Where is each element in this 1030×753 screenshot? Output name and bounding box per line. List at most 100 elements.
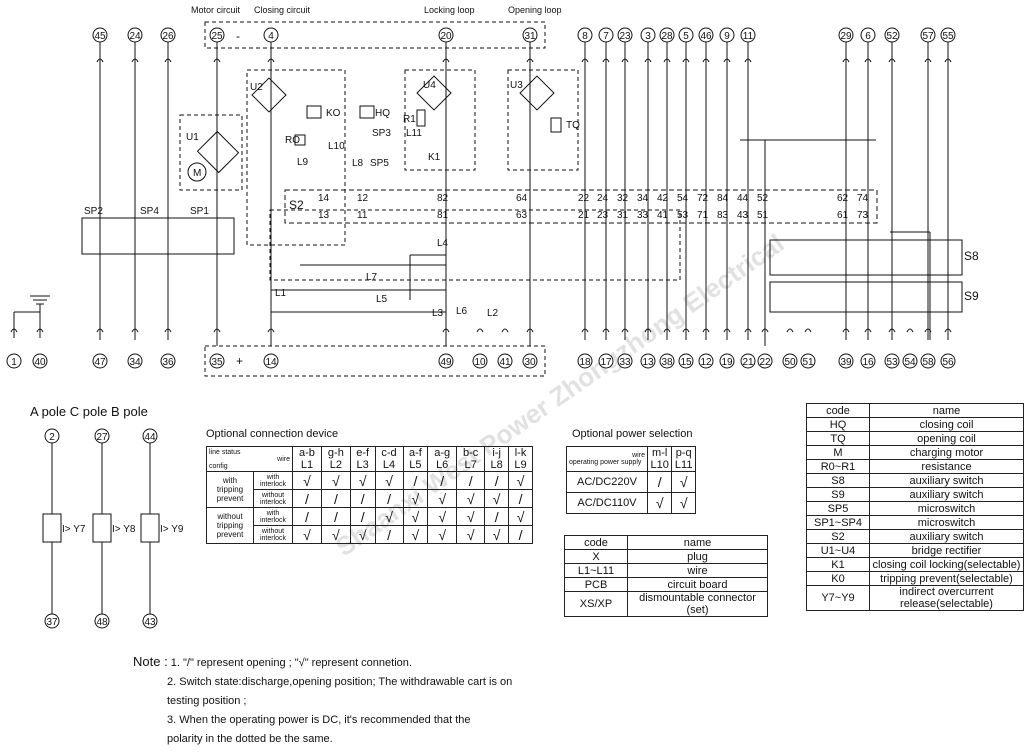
opt-mark: / xyxy=(292,507,322,526)
terminal-bottom: 1 xyxy=(11,357,17,368)
component-sp4: SP4 xyxy=(140,206,159,217)
code-cell: SP1~SP4 xyxy=(806,515,870,530)
code-header: code xyxy=(806,403,870,418)
terminal-bottom-circle xyxy=(617,353,633,369)
plug-symbol xyxy=(602,328,610,333)
note-2: 2. Switch state:discharge,opening positi… xyxy=(167,676,513,707)
s2-contact-top: 14 xyxy=(318,193,330,204)
s2-contact-top: 32 xyxy=(617,193,629,204)
component-u2: U2 xyxy=(250,82,263,93)
terminal-bottom: 36 xyxy=(162,357,174,368)
s2-contact-bottom: 13 xyxy=(318,210,330,221)
s2-contact-top: 22 xyxy=(578,193,590,204)
relay-box xyxy=(92,513,112,543)
plug-symbol xyxy=(663,58,671,63)
code-cell: M xyxy=(806,445,870,460)
plug-symbol xyxy=(804,328,812,333)
opt-mark: √ xyxy=(456,489,486,508)
terminal-bottom: 10 xyxy=(474,357,486,368)
plug-symbol xyxy=(944,58,952,63)
plug-symbol xyxy=(10,328,18,333)
component-sp3: SP3 xyxy=(372,128,391,139)
terminal-bottom-circle xyxy=(940,353,956,369)
s2-contact-bottom: 81 xyxy=(437,210,449,221)
plug-symbol xyxy=(213,328,221,333)
terminal-top: 31 xyxy=(524,31,536,42)
plug-symbol xyxy=(164,58,172,63)
opt-mark: √ xyxy=(427,489,458,508)
name-cell: circuit board xyxy=(627,577,768,592)
name-cell: indirect overcurrent release(selectable) xyxy=(869,585,1024,611)
opt-header-top: line status xyxy=(209,448,241,456)
power-row-label: AC/DC220V xyxy=(566,471,648,493)
terminal-bottom: 58 xyxy=(922,357,934,368)
terminal-bottom-circle xyxy=(782,353,798,369)
terminal-bottom-circle xyxy=(438,353,454,369)
terminal-top: 3 xyxy=(645,31,651,42)
terminal-top: 52 xyxy=(886,31,898,42)
terminal-bottom-circle xyxy=(598,353,614,369)
opt-mark: √ xyxy=(456,507,486,526)
name-cell: resistance xyxy=(869,459,1024,474)
terminal-bottom-circle xyxy=(884,353,900,369)
terminal-bottom-circle xyxy=(472,353,488,369)
code-cell: S8 xyxy=(806,473,870,488)
component-s8: S8 xyxy=(964,249,979,263)
s2-contact-top: 82 xyxy=(437,193,449,204)
plug-symbol xyxy=(744,58,752,63)
plug-symbol xyxy=(906,328,914,333)
plug-symbol xyxy=(131,58,139,63)
relay-label: I> Y7 xyxy=(62,524,86,535)
terminal-top: 24 xyxy=(129,31,141,42)
terminal-bottom-circle xyxy=(920,353,936,369)
terminal-bottom-circle xyxy=(757,353,773,369)
terminal-top: 46 xyxy=(700,31,712,42)
terminal-bottom-circle xyxy=(800,353,816,369)
component-sp2: SP2 xyxy=(84,206,103,217)
code-cell: L1~L11 xyxy=(564,563,628,578)
terminal-top: 6 xyxy=(865,31,871,42)
s2-contact-bottom: 31 xyxy=(617,210,629,221)
power-row-label: AC/DC110V xyxy=(566,492,648,514)
opt-mark: √ xyxy=(456,525,486,544)
plug-symbol xyxy=(888,58,896,63)
opt-mark: / xyxy=(349,489,376,508)
plug-symbol xyxy=(96,58,104,63)
plug-symbol xyxy=(267,58,275,63)
component-k1: K1 xyxy=(428,152,441,163)
name-header: name xyxy=(869,403,1024,418)
plug-symbol xyxy=(702,58,710,63)
plug-symbol xyxy=(621,58,629,63)
opt-mark: / xyxy=(320,507,351,526)
terminal-bottom-circle xyxy=(740,353,756,369)
opt-group: without tripping prevent xyxy=(206,507,254,544)
plug-symbol xyxy=(744,328,752,333)
name-cell: closing coil locking(selectable) xyxy=(869,557,1024,572)
terminal-top: 7 xyxy=(603,31,609,42)
component-s9: S9 xyxy=(964,289,979,303)
plug-symbol xyxy=(944,328,952,333)
code-cell: R0~R1 xyxy=(806,459,870,474)
plug-symbol xyxy=(864,58,872,63)
plug-symbol xyxy=(36,328,44,333)
plug-symbol xyxy=(924,328,932,333)
terminal-bottom: 50 xyxy=(784,357,796,368)
opt-header-config: config xyxy=(209,462,228,470)
component-m: M xyxy=(193,168,201,179)
s2-contact-bottom: 71 xyxy=(697,210,709,221)
power-header-left: wire operating power supply xyxy=(566,446,648,472)
terminal-top: 5 xyxy=(683,31,689,42)
name-cell: bridge rectifier xyxy=(869,543,1024,558)
name-header: name xyxy=(627,535,768,550)
terminal-bottom: 34 xyxy=(129,357,141,368)
name-cell: auxiliary switch xyxy=(869,473,1024,488)
name-cell: dismountable connector (set) xyxy=(627,591,768,617)
opt-mark: / xyxy=(484,471,510,490)
name-cell: tripping prevent(selectable) xyxy=(869,571,1024,586)
opt-mark: √ xyxy=(402,489,429,508)
